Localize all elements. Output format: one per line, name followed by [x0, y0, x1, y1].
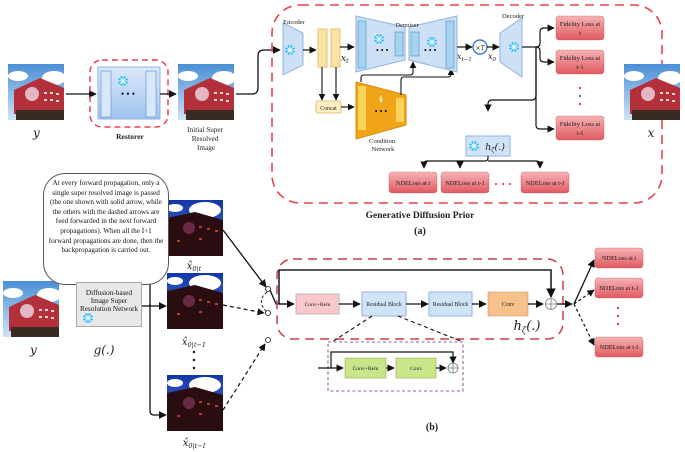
denoiser-label: Denoiser — [395, 22, 419, 29]
sr-image-t-1-label: x̂0|t−1 — [182, 337, 206, 349]
block-conv-relu: Conv+Relu — [295, 293, 340, 315]
trainable-flame-icon — [378, 93, 384, 105]
part-a: y • • • Restorer Initial Super Resolved … — [8, 4, 682, 237]
sr-image-t — [167, 200, 223, 256]
restorer-label: Restorer — [116, 132, 144, 141]
xt-minus-1-label: xt−1 — [457, 52, 472, 63]
decoder-label: Decoder — [502, 13, 525, 20]
denoiser-encoder-half — [355, 15, 406, 73]
frozen-icon — [82, 312, 94, 324]
gdp-title: Generative Diffusion Prior — [366, 211, 475, 221]
svg-text:• • •: • • • — [121, 89, 135, 99]
nde-a-ellipsis — [494, 182, 512, 186]
initial-sr-label: Initial Super Resolved Image — [187, 126, 225, 152]
svg-text:• • •: • • • — [424, 46, 437, 55]
svg-text:Conv: Conv — [410, 366, 422, 372]
frozen-icon — [117, 75, 129, 87]
xt-label: xt — [341, 54, 349, 65]
input-label-y: y — [32, 126, 40, 140]
svg-text:Fidelity Loss att-I: Fidelity Loss att-I — [560, 121, 601, 137]
loop-label: ×T — [475, 45, 485, 52]
sr-network-block: Diffusion-based Image Super Resolution N… — [76, 282, 142, 327]
sr-image-t-I — [167, 375, 223, 431]
svg-text:NDELoss at t-I: NDELoss at t-I — [600, 344, 638, 351]
detail-conv-relu: Conv+Relu — [344, 357, 387, 379]
nde-loss-b-t-1: NDELoss at t-1 — [594, 277, 644, 299]
fidelity-ellipsis — [578, 86, 582, 106]
block-conv: Conv — [487, 291, 529, 317]
block-residual-2: Residual Block — [428, 291, 473, 317]
h-zeta-b-label: hζ(.) — [514, 319, 541, 335]
switch-contact — [269, 289, 286, 305]
solid-arrow-t — [222, 229, 267, 288]
nde-loss-a-t-I: NDELoss at t-I — [520, 171, 570, 194]
svg-text:NDELoss at t-1: NDELoss at t-1 — [599, 285, 639, 292]
sr-image-t-1 — [167, 273, 223, 329]
svg-text:• • •: • • • — [375, 107, 388, 116]
svg-text:NDELoss at t: NDELoss at t — [602, 255, 637, 262]
dashed-arrow-t-1 — [222, 304, 265, 316]
h-zeta-label: hζ(.) — [485, 142, 505, 154]
dashed-arrow-t-I — [222, 343, 266, 411]
input-image-y — [8, 64, 66, 120]
svg-text:Conv+Relu: Conv+Relu — [305, 302, 331, 308]
sr-image-t-label: x̂0|t — [187, 261, 202, 273]
svg-text:Residual Block: Residual Block — [433, 302, 469, 308]
encoder-label: Encoder — [283, 19, 305, 26]
svg-text:NDELoss at t: NDELoss at t — [396, 180, 431, 187]
svg-text:NDELoss at t-1: NDELoss at t-1 — [445, 180, 485, 187]
svg-text:Fidelity Loss att-1: Fidelity Loss att-1 — [560, 55, 601, 71]
detail-conv: Conv — [395, 357, 437, 379]
latent-bar-1 — [317, 28, 328, 68]
condition-network-block — [355, 81, 407, 140]
residual-block-detail — [327, 341, 464, 392]
x0-label: x0 — [488, 52, 497, 63]
svg-text:• • •: • • • — [376, 46, 389, 55]
caption-b: (b) — [426, 422, 438, 433]
svg-text:Residual Block: Residual Block — [366, 302, 402, 308]
g-function-label: g(.) — [94, 343, 115, 357]
svg-text:Fidelity Loss att: Fidelity Loss att — [560, 21, 601, 37]
detail-sum-node — [447, 362, 459, 374]
output-image-x — [624, 64, 682, 120]
nde-loss-a-t-1: NDELoss at t-1 — [440, 171, 490, 194]
concat-label: Concat — [320, 106, 337, 112]
svg-text:NDELoss at t-I: NDELoss at t-I — [526, 180, 564, 187]
input-image-y-b — [3, 281, 61, 337]
svg-text:Conv: Conv — [502, 302, 515, 308]
switch-arc — [260, 291, 268, 312]
sr-image-t-I-label: x̂0|t−I — [183, 438, 206, 450]
nde-loss-a-t: NDELoss at t — [388, 171, 438, 194]
svg-text:Conv+Relu: Conv+Relu — [353, 366, 379, 372]
initial-sr-image — [178, 64, 236, 120]
nde-loss-b-t-I: NDELoss at t-I — [594, 336, 644, 358]
sr-ellipsis — [192, 350, 196, 370]
block-residual-1: Residual Block — [361, 291, 407, 317]
nde-loss-b-t: NDELoss at t — [594, 247, 644, 269]
arrow-to-encoder — [236, 46, 281, 95]
latent-bar-2 — [330, 28, 341, 68]
generative-diffusion-prior-group — [271, 4, 663, 204]
sum-node — [545, 298, 557, 310]
nde-b-ellipsis — [616, 306, 620, 326]
skip-connection — [278, 269, 556, 304]
caption-a: (a) — [414, 226, 426, 237]
output-label-x: x — [648, 126, 655, 140]
h-zeta-group — [276, 258, 564, 340]
sr-network-label: Diffusion-based Image Super Resolution N… — [79, 289, 139, 314]
input-label-y-b: y — [29, 343, 37, 357]
condition-network-label: Condition Network — [369, 138, 397, 153]
forward-propagation-note: At every forward propagation, only a sin… — [43, 173, 169, 285]
